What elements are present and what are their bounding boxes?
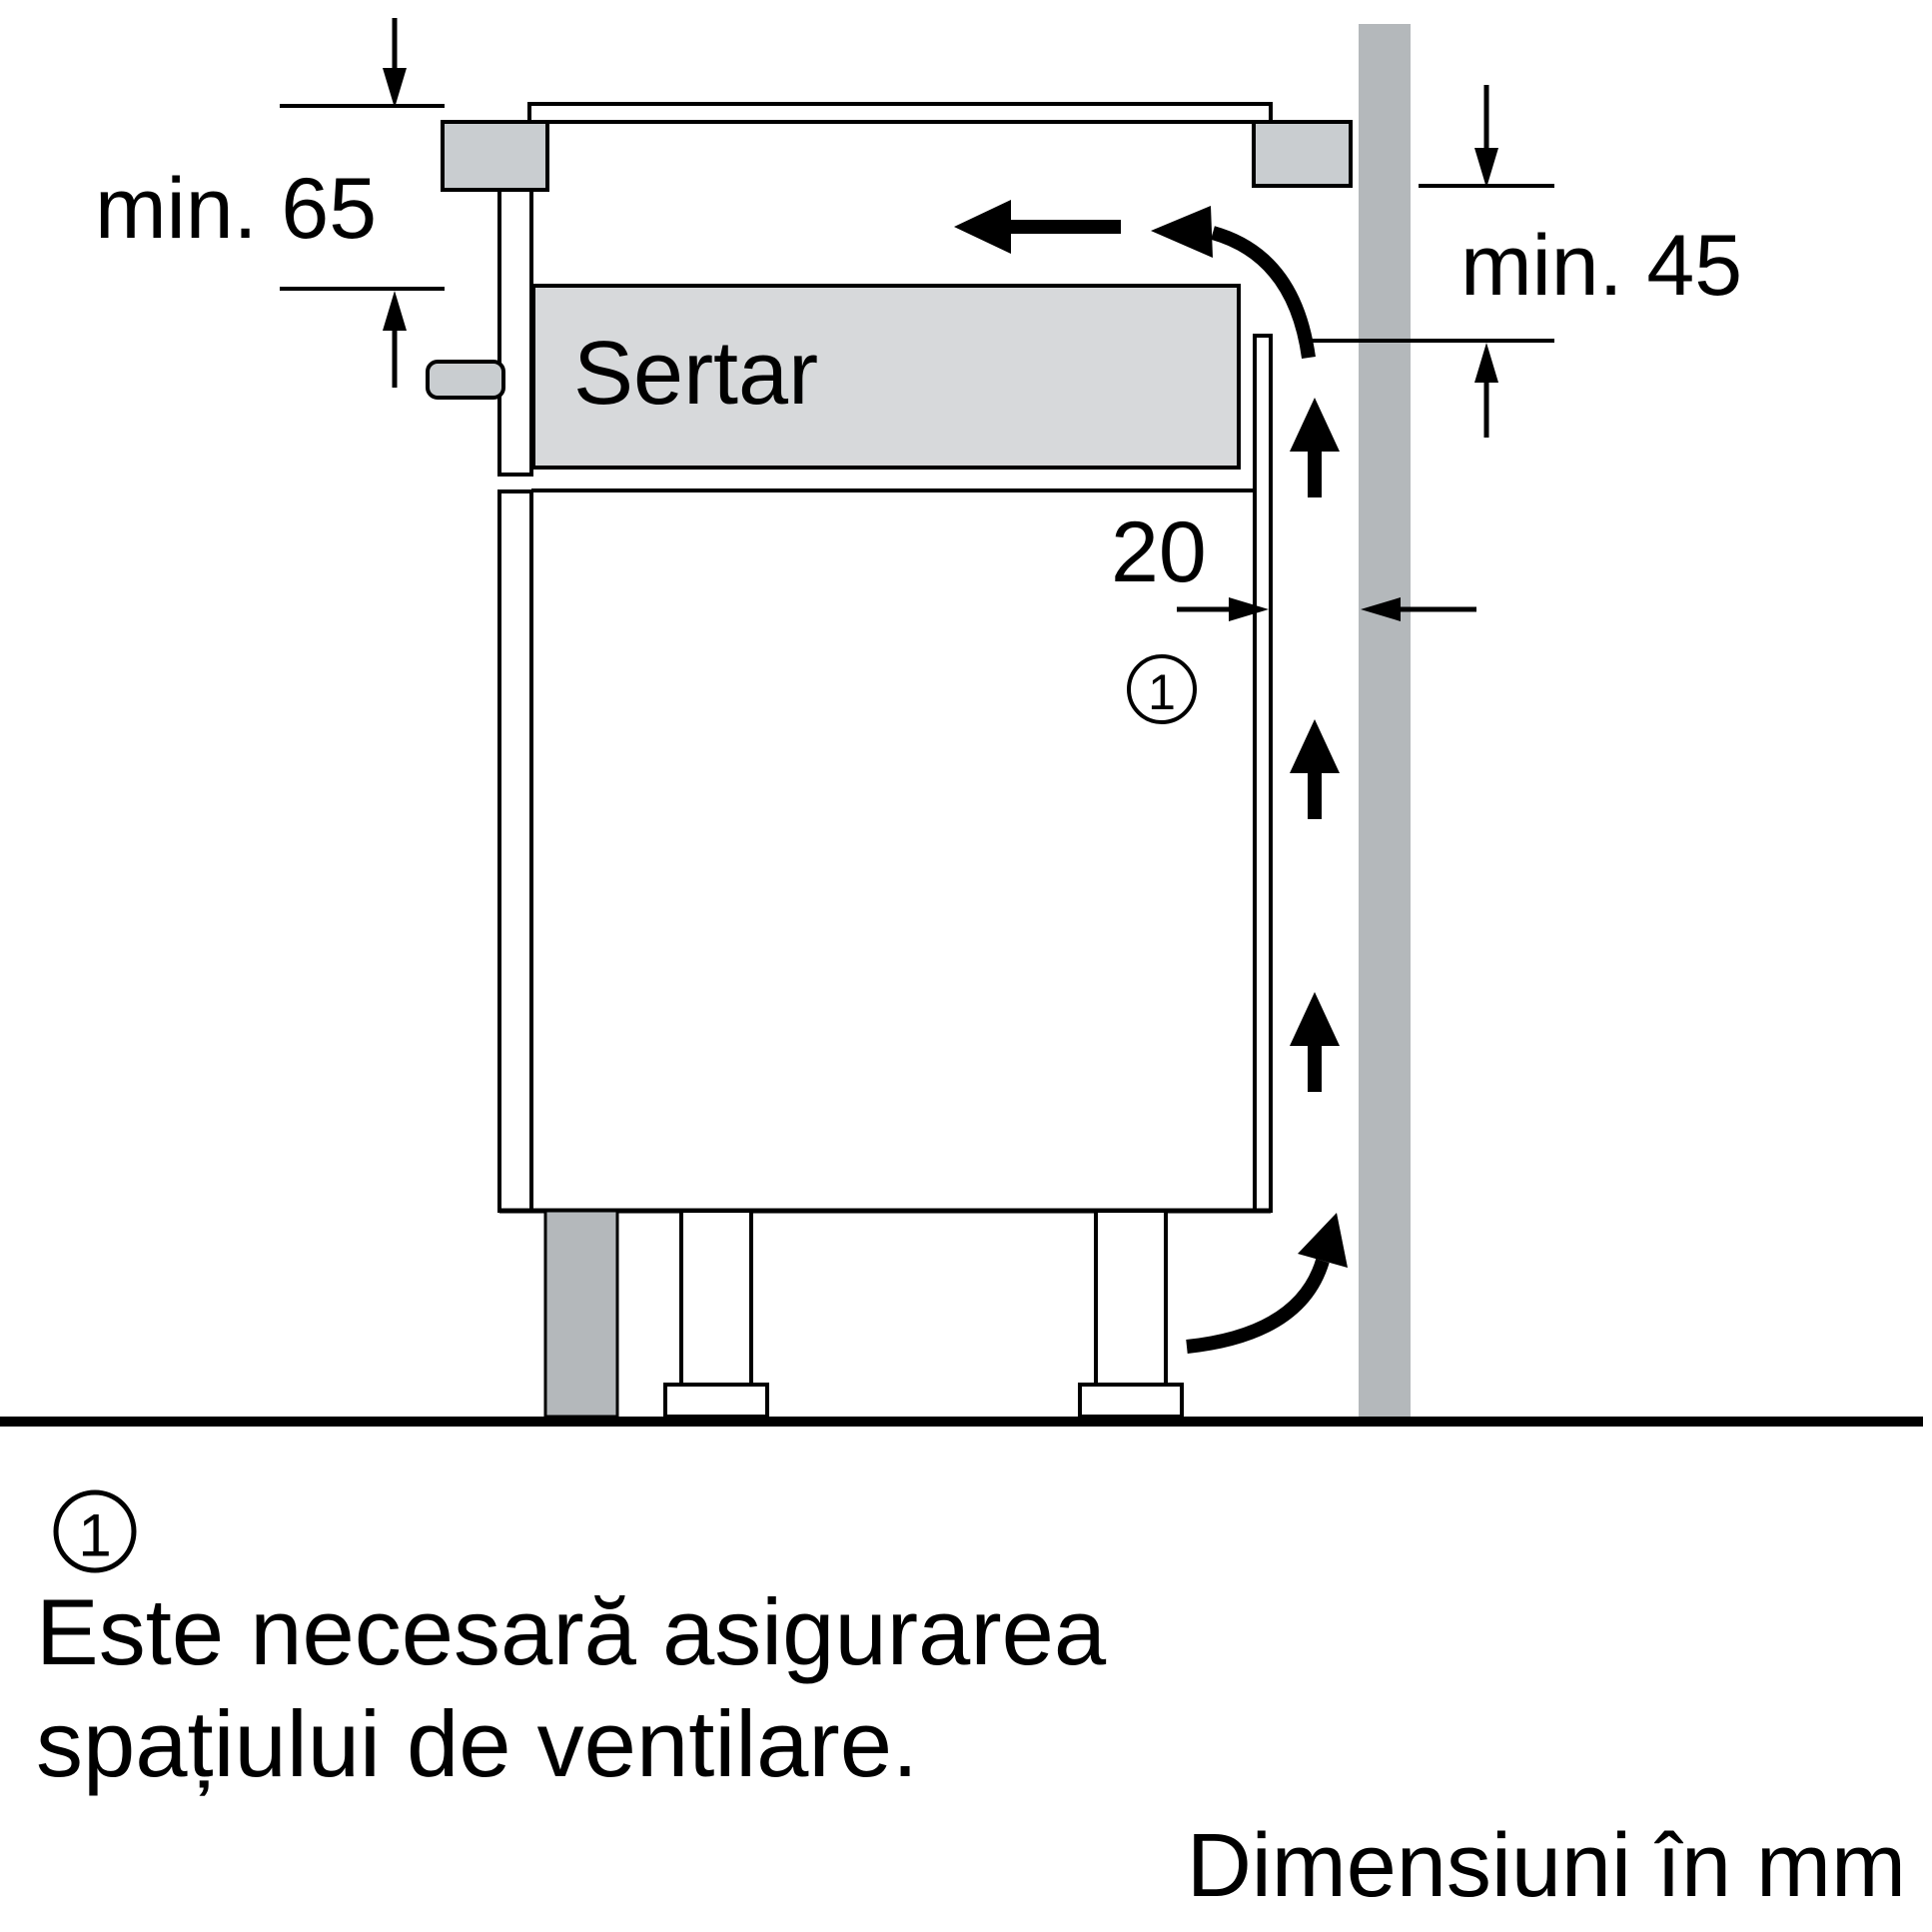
legend-marker-label: 1	[78, 1502, 111, 1569]
leg-front-foot	[663, 1383, 769, 1419]
dimension-min65: min. 65	[95, 18, 445, 388]
dim-min65-arrow-down-head	[383, 68, 407, 108]
leg-front-shaft	[679, 1209, 753, 1387]
dim-gap20-right-head	[1361, 597, 1401, 621]
airflow-up-arrow	[1290, 992, 1340, 1092]
airflow-up2-head	[1290, 719, 1340, 773]
airflow-bottom-curve-head	[1298, 1213, 1348, 1268]
wall	[1359, 24, 1411, 1417]
dim-gap20-left-head	[1229, 597, 1269, 621]
legend-text-line2: spațiului de ventilare.	[36, 1691, 918, 1796]
min65-label: min. 65	[95, 161, 377, 257]
airflow-up3-head	[1290, 992, 1340, 1046]
dim-min45-arrow-down-head	[1474, 148, 1498, 188]
cabinet-front-panel-upper	[497, 188, 533, 477]
leg-rear-shaft	[1094, 1209, 1168, 1387]
drawer	[531, 284, 1241, 470]
leg-rear	[1078, 1209, 1184, 1419]
drawer-label: Sertar	[573, 324, 818, 424]
airflow-up-arrow	[1290, 719, 1340, 819]
legend-marker-circle	[53, 1489, 137, 1573]
airflow-top-curve-head	[1151, 206, 1213, 258]
cabinet-front-panel-lower	[497, 489, 533, 1213]
worktop	[527, 102, 1273, 124]
dimension-gap20: 20	[1111, 504, 1476, 621]
hob-right-block	[1252, 120, 1353, 188]
legend: 1 Este necesară asigurarea spațiului de …	[36, 1489, 1107, 1796]
dimension-min45: min. 45	[1311, 85, 1742, 438]
dim-min45-arrow-up-head	[1474, 343, 1498, 383]
note-marker: 1	[1127, 654, 1197, 724]
leg-front	[663, 1209, 769, 1419]
plug-connector	[426, 360, 505, 400]
units-note: Dimensiuni în mm	[1187, 1816, 1906, 1916]
plinth	[543, 1209, 619, 1419]
note-marker-label: 1	[1148, 664, 1176, 720]
leg-rear-foot	[1078, 1383, 1184, 1419]
note-marker-circle	[1127, 654, 1197, 724]
airflow-bottom-curve-shaft	[1186, 1258, 1330, 1354]
legend-text-line1: Este necesară asigurarea	[36, 1579, 1107, 1684]
min45-label: min. 45	[1460, 218, 1742, 314]
floor-line	[0, 1417, 1923, 1427]
dim-min65-arrow-up-head	[383, 291, 407, 331]
airflow-top-curve-shaft	[1210, 226, 1316, 359]
airflow-up1-head	[1290, 398, 1340, 452]
gap20-label: 20	[1111, 504, 1207, 600]
cabinet-back-panel	[1253, 334, 1273, 1213]
airflow-left-arrow-head	[954, 200, 1011, 254]
airflow-arrows	[954, 200, 1348, 1354]
airflow-up-arrow	[1290, 398, 1340, 497]
hob-left-block	[441, 120, 549, 192]
